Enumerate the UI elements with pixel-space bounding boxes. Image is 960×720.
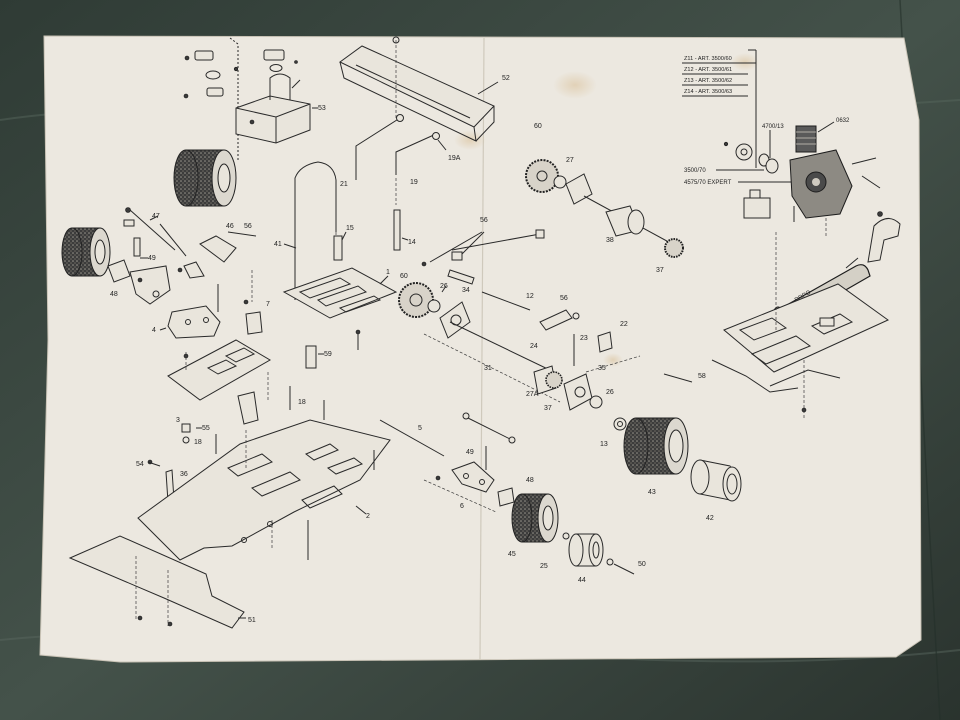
callout-24: 24 xyxy=(530,343,538,350)
callout-46: 46 xyxy=(226,223,234,230)
callout-51: 51 xyxy=(248,617,256,624)
callout-26-top: 26 xyxy=(440,283,448,290)
callout-56-left: 56 xyxy=(244,223,252,230)
callout-47: 47 xyxy=(152,213,160,220)
callout-2: 2 xyxy=(366,513,370,520)
callout-44: 44 xyxy=(578,577,586,584)
front-right-suspension: 49 6 48 xyxy=(423,412,534,513)
callout-15: 15 xyxy=(346,225,354,232)
callout-56-right: 56 xyxy=(560,295,568,302)
callout-22: 22 xyxy=(620,321,628,328)
label-clutch: 4700/13 xyxy=(762,124,784,130)
callout-31: 31 xyxy=(484,365,492,372)
label-engine-head: 0632 xyxy=(836,118,850,124)
callout-19a: 19A xyxy=(448,155,461,162)
callout-60-top: 60 xyxy=(534,123,542,130)
callout-34: 34 xyxy=(462,287,470,294)
diff-shaft: 38 37 xyxy=(565,173,684,274)
callout-43: 43 xyxy=(648,489,656,496)
callout-35: 35 xyxy=(598,365,606,372)
callout-18: 18 xyxy=(298,399,306,406)
callout-59: 59 xyxy=(324,351,332,358)
rear-tire-right: 43 xyxy=(623,417,689,496)
callout-38: 38 xyxy=(606,237,614,244)
callout-19: 19 xyxy=(410,179,418,186)
rear-tire-left-top xyxy=(173,149,237,207)
main-chassis-plate: 2 xyxy=(137,419,391,561)
callout-54: 54 xyxy=(136,461,144,468)
callout-41: 41 xyxy=(274,241,282,248)
legend-row-1: Z11 - ART. 3500/60 xyxy=(684,56,732,62)
callout-6: 6 xyxy=(460,503,464,510)
callout-48-right: 48 xyxy=(526,477,534,484)
callout-27a: 27A xyxy=(526,391,539,398)
fuel-tank: 53 xyxy=(235,73,326,144)
callout-21: 21 xyxy=(340,181,348,188)
callout-5: 5 xyxy=(418,425,422,432)
callout-12: 12 xyxy=(526,293,534,300)
front-bulkhead: 4 xyxy=(152,305,221,339)
callout-14: 14 xyxy=(408,239,416,246)
callout-52: 52 xyxy=(502,75,510,82)
front-wheel-rim: 44 25 50 xyxy=(540,532,646,584)
spur-gear-left: 60 26 xyxy=(398,273,448,318)
legend-row-2: Z12 - ART. 3500/61 xyxy=(684,67,732,73)
callout-1: 1 xyxy=(386,269,390,276)
wing-spoiler: 52 xyxy=(339,36,510,142)
wing-mount-rods: 19A 19 xyxy=(355,114,461,205)
callout-53: 53 xyxy=(318,105,326,112)
callout-42: 42 xyxy=(706,515,714,522)
callout-18-low: 18 xyxy=(194,439,202,446)
drive-shaft-long: 5 xyxy=(379,419,445,457)
axle-clamp-parts: 56 23 24 22 xyxy=(530,295,628,366)
callout-25: 25 xyxy=(540,563,548,570)
rear-wheel-rim: 42 xyxy=(690,459,742,522)
callout-60-center: 60 xyxy=(400,273,408,280)
part-number-legend: Z11 - ART. 3500/60 Z12 - ART. 3500/61 Z1… xyxy=(682,49,757,168)
callout-56-center: 56 xyxy=(480,217,488,224)
callout-3: 3 xyxy=(176,417,180,424)
front-lower-plate: 3 xyxy=(167,339,271,424)
legend-row-3: Z13 - ART. 3500/62 xyxy=(684,78,732,84)
bottom-skid-plate: 51 xyxy=(68,535,256,629)
legend-row-4: Z14 - ART. 3500/63 xyxy=(684,89,732,95)
front-tire-left xyxy=(61,227,111,277)
label-flywheel: 3500/70 xyxy=(684,168,706,174)
callout-50: 50 xyxy=(638,561,646,568)
callout-27: 27 xyxy=(566,157,574,164)
callout-23: 23 xyxy=(580,335,588,342)
body-post: 21 15 14 41 xyxy=(274,161,416,300)
engine-mount-plate xyxy=(711,232,889,393)
callout-55: 55 xyxy=(202,425,210,432)
callout-37-top: 37 xyxy=(656,267,664,274)
callout-58: 58 xyxy=(698,373,706,380)
fuel-tank-fittings xyxy=(183,37,298,160)
upper-deck-plate: 1 59 xyxy=(282,267,398,369)
label-expert: 4575/70 EXPERT xyxy=(684,180,732,186)
callout-49: 49 xyxy=(148,255,156,262)
callout-26-bottom: 26 xyxy=(606,389,614,396)
callout-48-left: 48 xyxy=(110,291,118,298)
callout-49-right: 49 xyxy=(466,449,474,456)
front-tire-right: 45 xyxy=(508,493,559,558)
callout-45: 45 xyxy=(508,551,516,558)
steering-rods-center: 56 xyxy=(421,217,545,285)
callout-37-bottom: 37 xyxy=(544,405,552,412)
callout-13: 13 xyxy=(600,441,608,448)
engine-assembly: 4700/13 3500/70 4575/70 EXPERT 0632 xyxy=(684,118,881,420)
rear-spur-gear: 60 27 xyxy=(525,123,574,193)
rear-hub-assembly: 27A 37 35 26 13 58 xyxy=(526,355,706,448)
steering-parts: 47 49 48 46 56 7 xyxy=(107,207,270,335)
callout-7: 7 xyxy=(266,301,270,308)
callout-36: 36 xyxy=(180,471,188,478)
callout-4: 4 xyxy=(152,327,156,334)
